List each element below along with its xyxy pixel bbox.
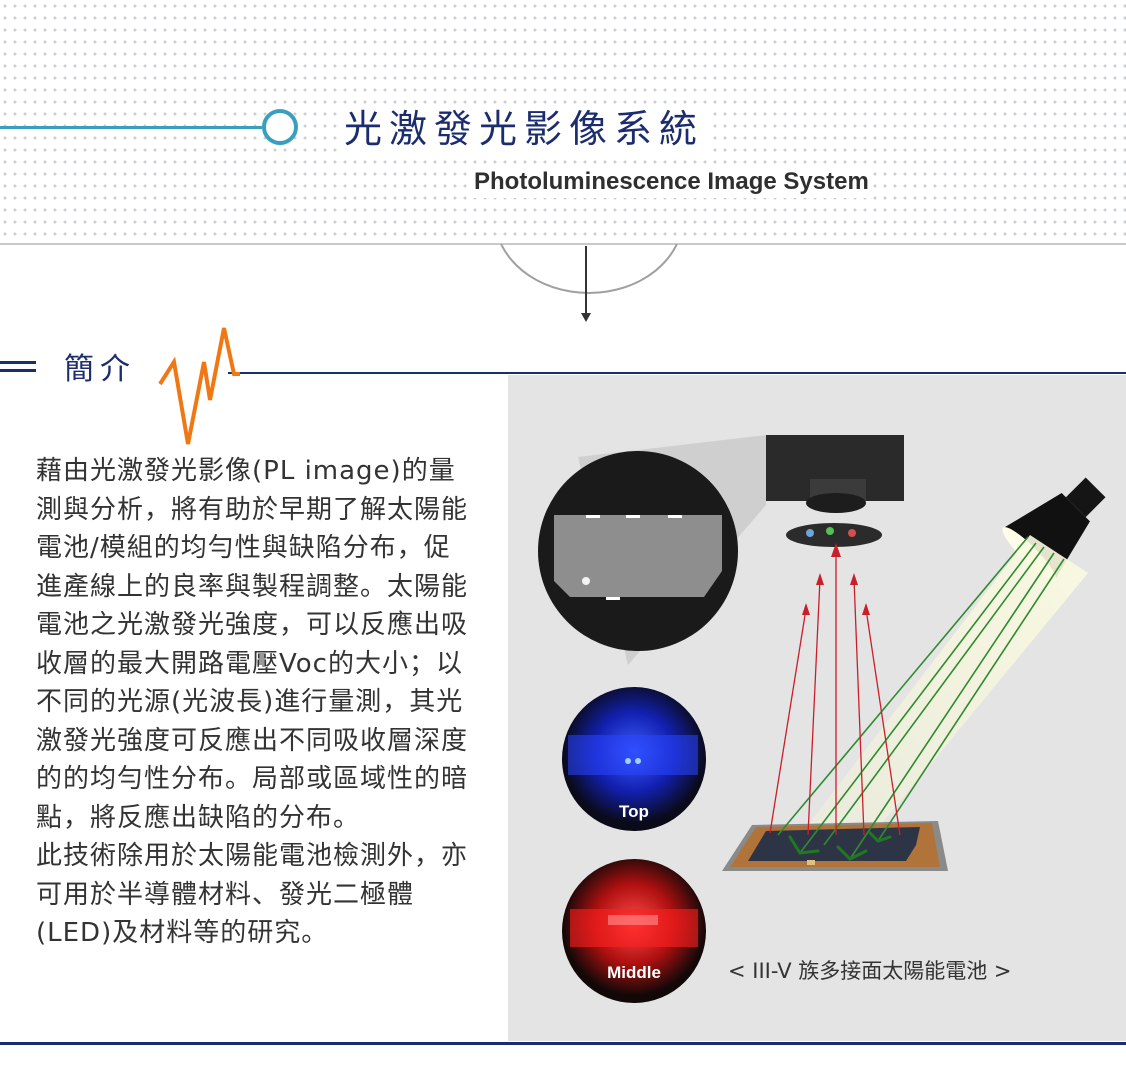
filter-wheel: [786, 523, 882, 547]
bottom-divider: [0, 1042, 1126, 1045]
section-heading: 簡介: [64, 352, 136, 387]
title-accent-line: [0, 126, 262, 129]
label-top: Top: [619, 802, 649, 821]
light-beam: [808, 535, 1088, 833]
pl-system-diagram: Top Middle: [538, 435, 1106, 1003]
solar-cell: [748, 827, 920, 861]
intro-text: 藉由光激發光影像(PL image)的量測與分析，將有助於早期了解太陽能電池/模…: [36, 452, 476, 953]
page-title: 光激發光影像系統: [340, 104, 709, 154]
figure-caption: < III-V 族多接面太陽能電池 >: [728, 959, 1012, 983]
intro-paragraph: 藉由光激發光影像(PL image)的量測與分析，將有助於早期了解太陽能電池/模…: [36, 456, 469, 833]
circle-icon: [262, 109, 298, 145]
pl-image-cell: [554, 515, 722, 597]
section-marker-icon: [0, 369, 36, 372]
section-divider: [228, 372, 1126, 374]
arrow-down-icon: [581, 313, 591, 322]
page-subtitle: Photoluminescence Image System: [470, 166, 873, 198]
section-marker-icon: [0, 361, 36, 364]
label-middle: Middle: [607, 963, 661, 982]
zigzag-pulse-icon: [158, 327, 240, 445]
down-arrow-line: [585, 246, 587, 316]
intro-paragraph: 此技術除用於太陽能電池檢測外，亦可用於半導體材料、發光二極體(LED)及材料等的…: [36, 841, 469, 948]
